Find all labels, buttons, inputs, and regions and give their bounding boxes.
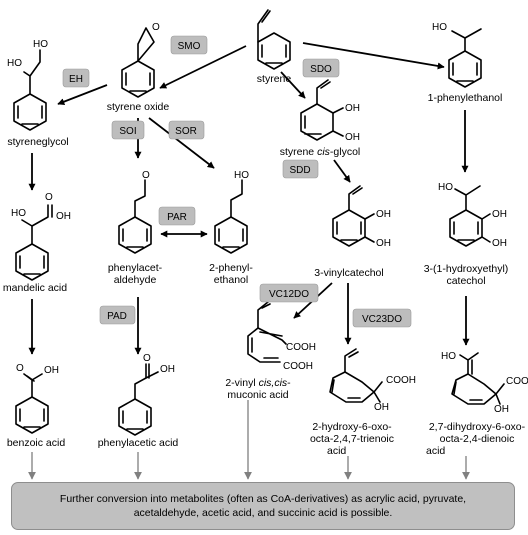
hydroxyl-label: OH [345, 103, 360, 114]
styrene-to-phenylethanol-arrow [302, 42, 445, 70]
enzyme-smo: SMO [170, 35, 208, 55]
carbonyl-oxygen: O [16, 363, 24, 374]
hydroxyl-label: HO [438, 182, 453, 193]
hydroxyl-label: OH [376, 238, 391, 249]
phenylethanol-2-structure [214, 179, 248, 254]
hydroxyl-label: OH [374, 402, 389, 413]
hydroxyl-label: HO [11, 208, 26, 219]
hydroxyl-label: HO [33, 39, 48, 50]
further-conversion-note: Further conversion into metabolites (oft… [11, 482, 515, 530]
hydroxyl-label: OH [492, 238, 507, 249]
sdo-reaction-arrow [280, 71, 306, 99]
carboxyl-label: COOH [283, 361, 313, 372]
vinylcatechol-label: 3-vinylcatechol [314, 267, 383, 279]
hydroxyethyl-catechol-label: 3-(1-hydroxyethyl)catechol [424, 263, 509, 287]
styrene-oxide-structure [121, 27, 155, 98]
epoxide-oxygen: O [152, 22, 160, 33]
carboxyl-label: COOH [506, 376, 528, 387]
hydroxyl-label: HO [7, 58, 22, 69]
enzyme-vc12do: VC12DO [259, 283, 319, 303]
carbonyl-oxygen: O [142, 170, 150, 181]
dihydroxy-oxo-dienoic-acid-structure [451, 352, 505, 405]
hydroxyl-label: HO [441, 351, 456, 362]
svg-text:PAD: PAD [107, 311, 127, 322]
enzyme-sdd: SDD [282, 159, 319, 179]
carboxyl-label: COOH [386, 375, 416, 386]
sor-reaction-arrow [148, 117, 215, 169]
smo-reaction-arrow [159, 45, 247, 89]
svg-text:SDO: SDO [310, 64, 332, 75]
hydroxyl-label: OH [494, 404, 509, 415]
hydroxyl-label: OH [345, 132, 360, 143]
enzyme-vc23do: VC23DO [352, 308, 412, 328]
hydroxyl-label: OH [160, 364, 175, 375]
styreneglycol-label: styreneglycol [7, 136, 68, 148]
vinylcatechol-structure [332, 185, 375, 247]
eh-reaction-arrow [57, 84, 108, 105]
phenylethanol-1-label: 1-phenylethanol [428, 92, 503, 104]
benzoic-acid-structure [15, 373, 49, 434]
hydroxyl-label: HO [234, 170, 249, 181]
svg-text:SDD: SDD [289, 165, 310, 176]
hydroxyl-label: OH [376, 209, 391, 220]
svg-text:EH: EH [69, 74, 83, 85]
benzoic-acid-label: benzoic acid [7, 437, 66, 449]
carboxyl-label: COOH [286, 342, 316, 353]
mandelic-acid-structure [15, 204, 53, 281]
svg-text:PAR: PAR [167, 212, 187, 223]
hydroxyl-label: OH [56, 211, 71, 222]
further-conversion-text: Further conversion into metabolites (oft… [59, 493, 467, 519]
phenylethanol-2-label: 2-phenyl-ethanol [209, 262, 253, 286]
vinyl-muconic-acid-structure [247, 301, 287, 363]
hydroxyl-label: HO [432, 22, 447, 33]
svg-text:SOI: SOI [119, 126, 136, 137]
enzyme-sor: SOR [168, 120, 205, 140]
phenylacetic-acid-label: phenylacetic acid [98, 437, 179, 449]
enzyme-soi: SOI [111, 120, 145, 140]
enzyme-pad: PAD [99, 305, 136, 325]
phenylethanol-1-structure [448, 28, 482, 88]
svg-text:VC12DO: VC12DO [269, 289, 309, 300]
phenylacetaldehyde-structure [118, 179, 152, 254]
enzyme-par: PAR [158, 206, 196, 226]
sdd-reaction-arrow [333, 159, 351, 183]
styrene-cis-glycol-label: styrene cis-glycol [280, 146, 361, 158]
mandelic-acid-label: mandelic acid [3, 282, 67, 294]
styrene-structure [257, 9, 291, 70]
phenylacetic-acid-structure [118, 363, 159, 436]
hydroxyl-label: OH [44, 365, 59, 376]
hydroxyl-label: OH [492, 209, 507, 220]
styrene-label: styrene [257, 73, 292, 85]
vinyl-muconic-acid-label: 2-vinyl cis,cis-muconic acid [225, 377, 291, 401]
enzyme-sdo: SDO [302, 58, 340, 78]
svg-text:SMO: SMO [178, 41, 201, 52]
svg-text:SOR: SOR [175, 126, 197, 137]
styrene-cis-glycol-structure [300, 79, 344, 141]
phenylacetaldehyde-label: phenylacet-aldehyde [108, 262, 163, 286]
svg-text:VC23DO: VC23DO [362, 314, 402, 325]
styrene-oxide-label: styrene oxide [107, 101, 170, 113]
hydroxyethyl-catechol-structure [449, 185, 491, 247]
styreneglycol-structure [13, 49, 47, 131]
hydroxy-oxo-trienoic-acid-structure [329, 348, 383, 403]
enzyme-eh: EH [62, 68, 90, 88]
carbonyl-oxygen: O [143, 353, 151, 364]
carbonyl-oxygen: O [45, 192, 53, 203]
